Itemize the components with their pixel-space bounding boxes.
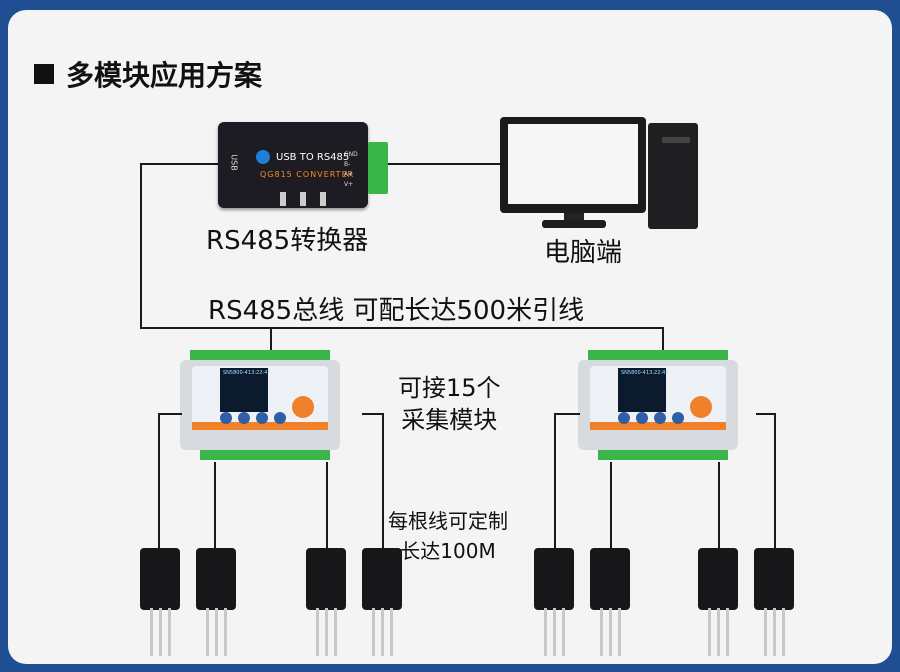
led-tx	[300, 192, 306, 206]
converter-pin-labels: GND B- A+ V+	[344, 151, 358, 188]
monitor-stand	[564, 213, 584, 223]
soil-sensor	[590, 548, 630, 610]
soil-sensor	[140, 548, 180, 610]
bus-label: RS485总线 可配长达500米引线	[208, 296, 585, 326]
converter-to-pc-cable	[388, 163, 500, 165]
led-pwr	[280, 192, 286, 206]
module-stripe	[590, 422, 726, 430]
down-button[interactable]	[654, 412, 666, 424]
up-button[interactable]	[636, 412, 648, 424]
bus-to-module-1	[270, 327, 272, 351]
page-title: 多模块应用方案	[34, 54, 262, 94]
sensor-cable	[382, 413, 384, 551]
bus-to-module-2	[662, 327, 664, 351]
sensor-cable	[554, 413, 556, 551]
usb-cable	[140, 163, 218, 165]
led-rx	[320, 192, 326, 206]
converter-subtitle: QG815 CONVERTER	[260, 170, 355, 179]
cable-note: 每根线可定制 长达100M	[388, 509, 508, 563]
rs485-bus-line	[140, 327, 664, 329]
enter-button[interactable]	[274, 412, 286, 424]
set-button[interactable]	[220, 412, 232, 424]
module-lcd: SN5800-4 13:22:47	[220, 368, 270, 412]
soil-sensor	[306, 548, 346, 610]
sensor-cable	[214, 462, 216, 552]
monitor-base	[542, 220, 606, 228]
sensor-cable	[326, 462, 328, 552]
modules-note: 可接15个 采集模块	[398, 374, 501, 434]
up-button[interactable]	[238, 412, 250, 424]
module-bottom-terminal	[200, 450, 330, 460]
converter-logo-icon	[256, 150, 270, 164]
soil-sensor	[196, 548, 236, 610]
soil-sensor	[698, 548, 738, 610]
soil-sensor	[534, 548, 574, 610]
drive-slot	[662, 137, 690, 143]
converter-label: RS485转换器	[206, 226, 369, 256]
soil-sensor	[754, 548, 794, 610]
usb-label: USB	[229, 154, 239, 171]
module-lcd: SN5800-4 13:22:47	[618, 368, 668, 412]
rs485-converter: USB USB TO RS485 QG815 CONVERTER GND B- …	[218, 122, 368, 208]
sensor-cable	[718, 462, 720, 552]
module-bottom-terminal	[598, 450, 728, 460]
speaker-icon	[292, 396, 314, 418]
set-button[interactable]	[618, 412, 630, 424]
module-top-terminal	[588, 350, 728, 360]
module-top-terminal	[190, 350, 330, 360]
computer-label: 电脑端	[544, 238, 623, 268]
converter-terminal-block	[368, 142, 388, 194]
square-bullet-icon	[34, 64, 54, 84]
speaker-icon	[690, 396, 712, 418]
monitor-screen	[508, 124, 638, 204]
diagram-panel: 多模块应用方案 USB USB TO RS485 QG815 CONVERTER…	[8, 10, 892, 664]
sensor-cable	[774, 413, 776, 551]
sensor-cable	[158, 413, 160, 551]
bus-left-drop	[140, 163, 142, 329]
pc-tower	[648, 123, 698, 229]
acquisition-module-2: SN5800-4 13:22:47	[578, 350, 738, 472]
down-button[interactable]	[256, 412, 268, 424]
soil-sensor	[362, 548, 402, 610]
enter-button[interactable]	[672, 412, 684, 424]
converter-title: USB TO RS485	[276, 152, 350, 163]
acquisition-module-1: SN5800-4 13:22:47	[180, 350, 340, 472]
module-stripe	[192, 422, 328, 430]
sensor-cable	[610, 462, 612, 552]
